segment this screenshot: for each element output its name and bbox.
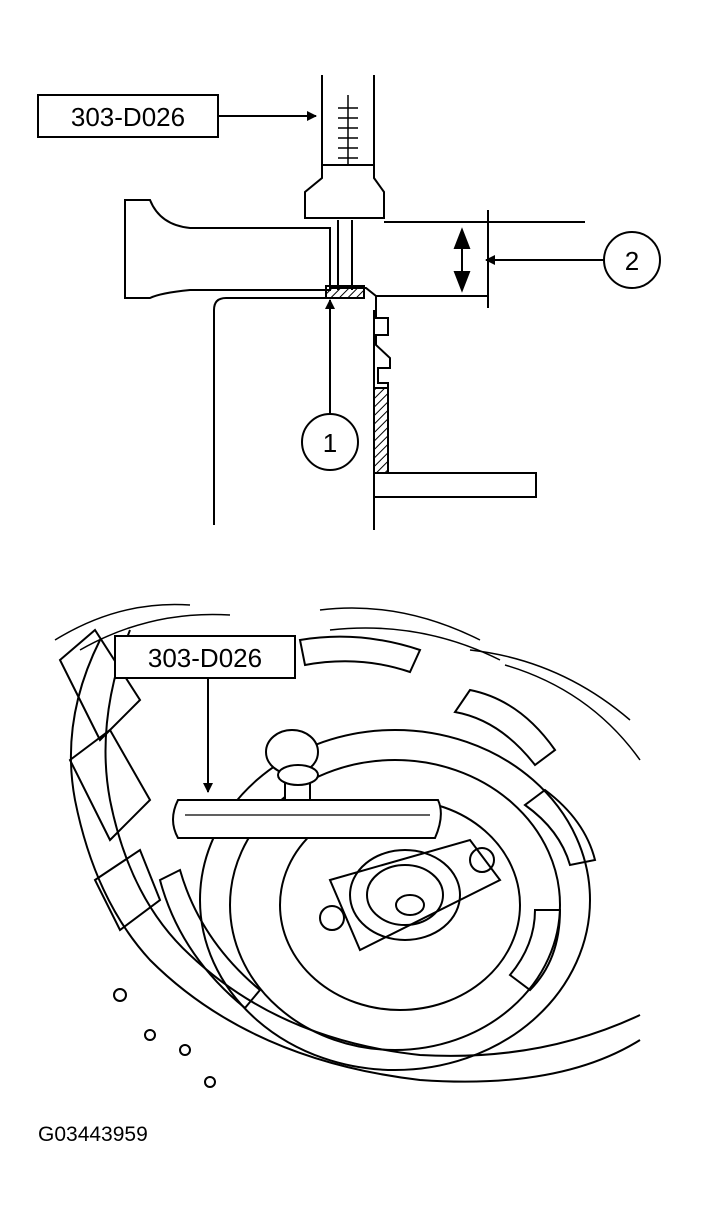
slot-3 [508, 909, 562, 992]
cross-section-view [124, 75, 585, 530]
slot-2 [523, 788, 597, 867]
slot-1 [453, 688, 557, 767]
tool-label-box [37, 94, 219, 138]
outer-arc-4 [329, 627, 501, 661]
left-block-1 [58, 628, 142, 742]
tool-label-box-bottom [114, 635, 296, 679]
seal-hatch [325, 285, 365, 299]
housing-step-profile [330, 287, 391, 398]
center-hub-outer [349, 849, 461, 941]
flange-part [124, 199, 331, 299]
flange-hole-1 [113, 988, 127, 1002]
dimension-arrow [453, 227, 471, 293]
figure-id: G03443959 [38, 1123, 148, 1146]
callout-2: 2 [485, 231, 661, 289]
outer-arc-3 [319, 607, 481, 641]
tool-label-bottom: 303-D026 [114, 635, 296, 793]
gauge-head [304, 164, 385, 219]
housing-outer-wall [213, 297, 330, 525]
callout-2-number: 2 [625, 246, 639, 276]
left-block-3 [93, 848, 162, 932]
center-hub-inner [366, 864, 444, 926]
hub-ring-middle [229, 759, 561, 1051]
tool-label-text-bottom: 303-D026 [148, 643, 262, 673]
flange-hole-2 [144, 1029, 156, 1041]
outer-arc-6 [504, 664, 641, 761]
gauge-spring [338, 95, 358, 165]
housing-outer-curve [69, 639, 641, 1083]
tool-bar [172, 799, 442, 839]
housing-floor [374, 472, 537, 498]
tool-label-text: 303-D026 [71, 102, 185, 132]
outer-arc-1 [54, 603, 191, 641]
center-hub-bore [395, 894, 425, 916]
bolt-hole-left [319, 905, 345, 931]
callout-1: 1 [301, 299, 359, 471]
slot-4 [298, 635, 422, 674]
hub-ring-outer [199, 729, 591, 1071]
outer-arc-5 [469, 649, 631, 721]
perspective-view [54, 603, 641, 1088]
tool-label-top: 303-D026 [37, 94, 317, 138]
tool-knob-collar [277, 764, 319, 786]
flange-hole-3 [179, 1044, 191, 1056]
wall-hatch [373, 387, 389, 474]
flange-hole-4 [204, 1076, 216, 1088]
bolt-hole-right [469, 847, 495, 873]
left-block-2 [68, 728, 152, 842]
callout-1-number: 1 [323, 428, 337, 458]
outer-arc-2 [79, 613, 231, 651]
